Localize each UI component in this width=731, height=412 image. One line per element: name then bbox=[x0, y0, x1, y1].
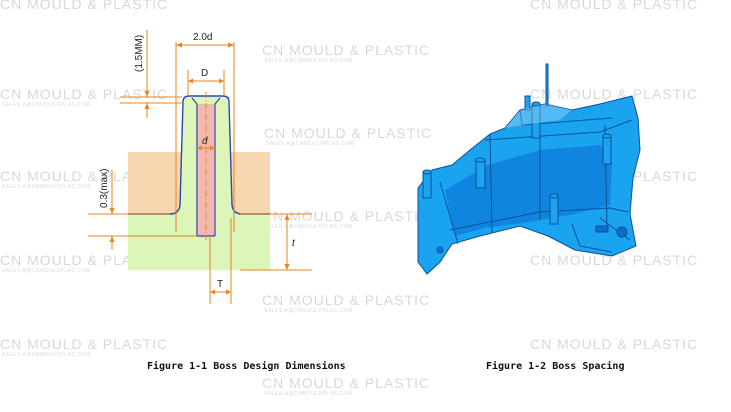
part-details bbox=[436, 225, 628, 254]
figure-2-caption: Figure 1-2 Boss Spacing bbox=[486, 361, 625, 372]
dim-label-boss-diameter: D bbox=[201, 68, 208, 79]
figure-1-caption: Figure 1-1 Boss Design Dimensions bbox=[147, 361, 346, 372]
dim-label-wall-thickness: t bbox=[292, 238, 296, 249]
dim-label-top-height: (1.5MM) bbox=[134, 35, 145, 72]
dim-label-base-thickness: T bbox=[217, 279, 223, 290]
bosses bbox=[422, 63, 612, 225]
dim-label-fillet: 0.3(max) bbox=[99, 169, 110, 208]
part-edges bbox=[439, 109, 633, 253]
part-floor bbox=[445, 145, 612, 236]
dimension-lines bbox=[88, 30, 312, 304]
hole-chamfer-right bbox=[214, 97, 221, 105]
hole-chamfer-left bbox=[191, 97, 198, 105]
part-highlight bbox=[505, 104, 572, 128]
dimension-arrows bbox=[109, 42, 290, 295]
dim-label-hole-diameter: d bbox=[202, 136, 208, 147]
dim-label-outer-diameter: 2.0d bbox=[193, 32, 212, 43]
